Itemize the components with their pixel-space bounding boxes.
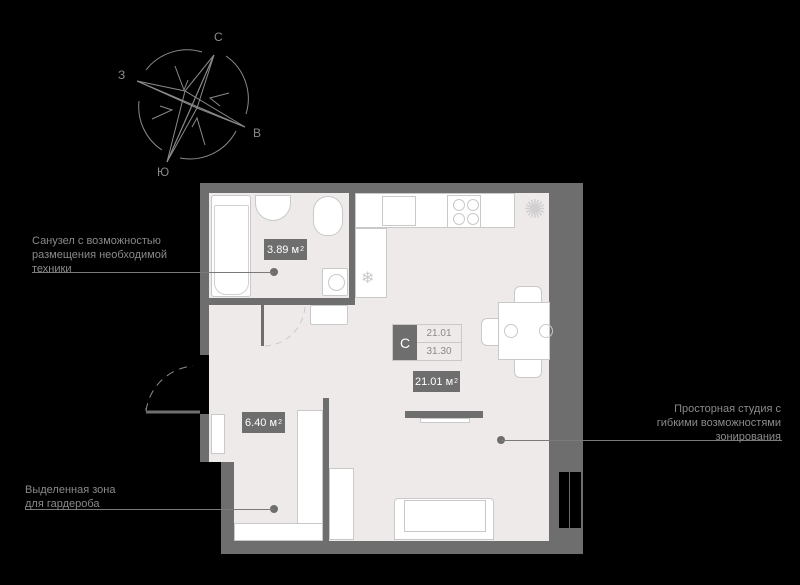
studio-area-value: 21.01 xyxy=(414,375,443,388)
window-right xyxy=(558,471,582,529)
bathroom-annotation: Санузел с возможностью размещения необхо… xyxy=(32,235,167,275)
bathroom-leader-line xyxy=(32,272,274,273)
compass-rose: С З В Ю xyxy=(118,25,270,185)
wardrobe-marker-dot xyxy=(270,505,278,513)
hall-closet-small xyxy=(211,414,225,454)
compass-east-label: В xyxy=(253,126,262,140)
bathroom-wall-right xyxy=(349,193,355,298)
compass-south-label: Ю xyxy=(157,165,170,179)
sink xyxy=(255,195,291,221)
compass-icon xyxy=(136,49,249,163)
toilet xyxy=(313,196,343,236)
bathroom-area-value: 3.89 xyxy=(267,243,289,256)
wardrobe-leader-line xyxy=(25,509,274,510)
hall-area-value: 6.40 xyxy=(245,416,267,429)
sofa xyxy=(394,498,494,540)
bathroom-wall-door-jamb xyxy=(261,298,264,346)
burner-4 xyxy=(467,213,479,225)
wardrobe-vertical xyxy=(297,410,323,528)
wardrobe-bottom xyxy=(234,523,323,541)
total-area: 31.30 xyxy=(426,346,452,357)
plate-2 xyxy=(539,324,553,338)
exterior-notch xyxy=(195,398,209,414)
entry-opening xyxy=(195,355,209,398)
burner-3 xyxy=(453,213,465,225)
bathroom-wall-bottom-right xyxy=(305,298,355,304)
studio-leader-line xyxy=(501,440,782,441)
window-divider xyxy=(569,471,570,529)
fridge-icon: ❄ xyxy=(361,270,375,287)
studio-annotation: Просторная студия с гибкими возможностям… xyxy=(656,403,781,443)
living-area: 21.01 xyxy=(417,325,461,343)
tv xyxy=(405,411,483,418)
apartment-area-values: 21.01 31.30 xyxy=(417,325,461,360)
shoe-rack xyxy=(310,305,348,325)
bookshelf xyxy=(329,468,354,540)
wardrobe-annotation: Выделенная зона для гардероба xyxy=(25,484,116,510)
apartment-badge: С 21.01 31.30 xyxy=(392,324,462,361)
compass-west-label: З xyxy=(118,68,126,82)
kitchen-counter xyxy=(355,193,515,228)
bathtub-inner xyxy=(214,205,249,295)
burner-2 xyxy=(467,199,479,211)
sofa-seat xyxy=(404,500,486,532)
plant-icon: ✺ xyxy=(524,194,546,224)
wardrobe-partition xyxy=(323,410,329,541)
plate-1 xyxy=(504,324,518,338)
bathroom-marker-dot xyxy=(270,268,278,276)
washing-machine-drum xyxy=(328,274,345,291)
tv-stand xyxy=(420,418,470,423)
apartment-type: С xyxy=(393,325,417,360)
bathroom-wall-bottom-left xyxy=(209,298,264,304)
kitchen-sink xyxy=(382,196,416,226)
compass-north-label: С xyxy=(214,30,223,44)
kitchen-tall-cabinet xyxy=(355,228,387,298)
burner-1 xyxy=(453,199,465,211)
